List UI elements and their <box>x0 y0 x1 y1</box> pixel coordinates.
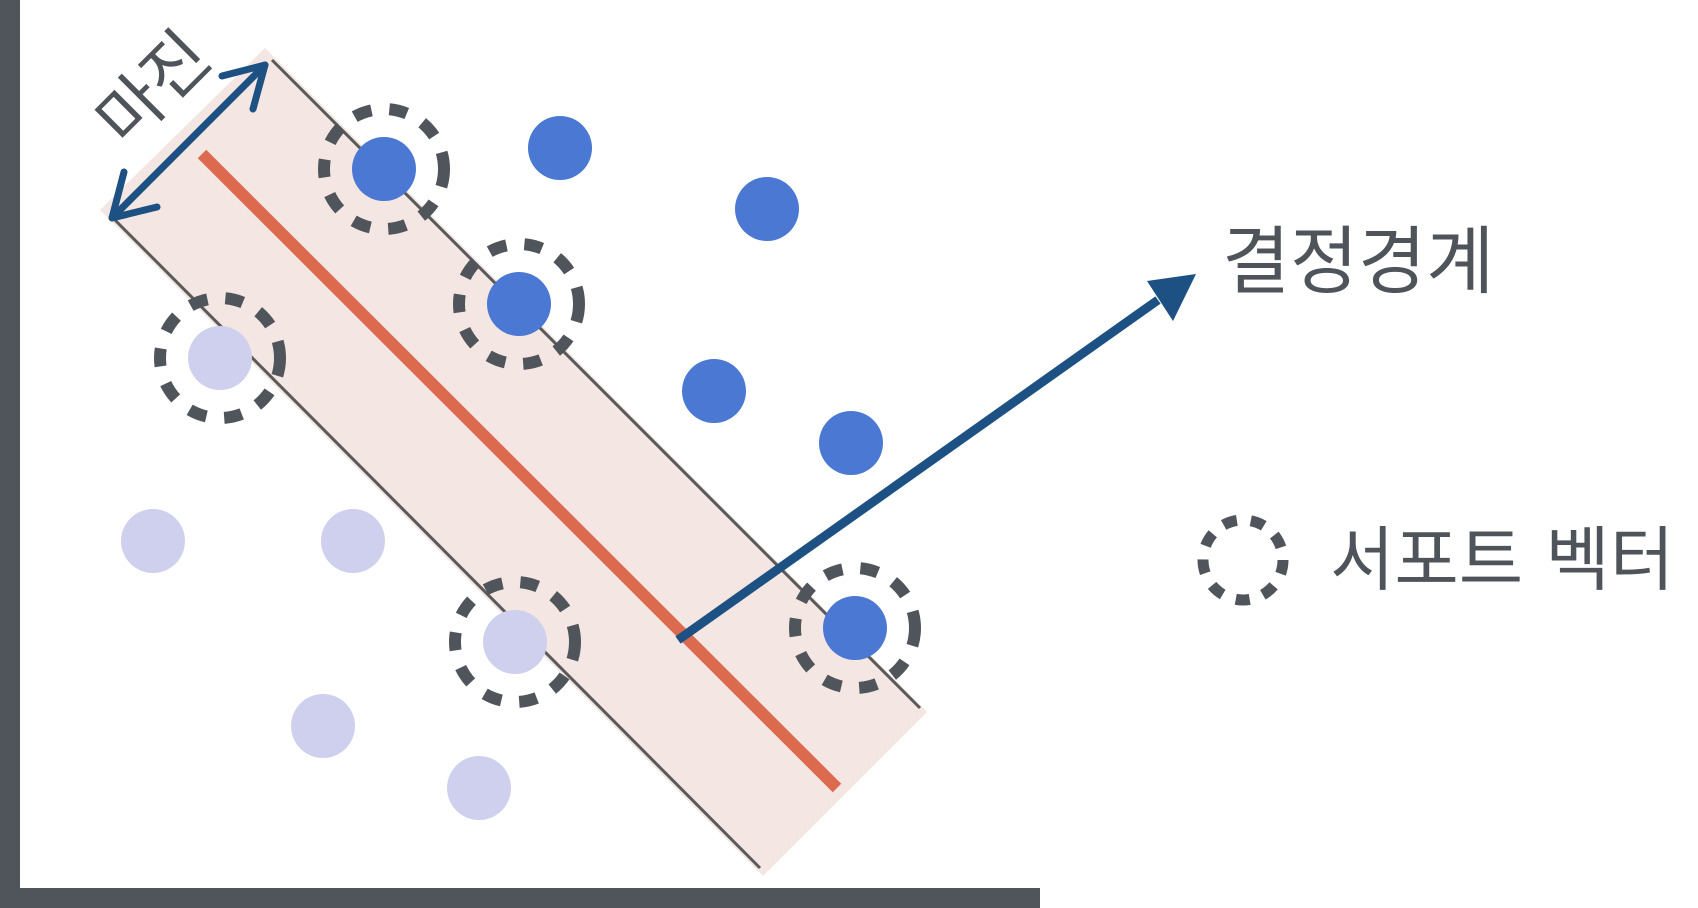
support-vector-ring <box>154 292 286 424</box>
decision-boundary-line <box>197 149 842 793</box>
margin-arrow <box>108 61 269 222</box>
support-vector-ring <box>449 576 581 708</box>
class-b-points <box>121 326 547 820</box>
class-b-point <box>483 610 547 674</box>
class-a-point <box>352 137 416 201</box>
support-vector-ring <box>789 562 921 694</box>
y-axis <box>0 0 20 908</box>
support-vector-ring <box>318 103 450 235</box>
class-a-point <box>735 177 799 241</box>
class-a-point <box>819 411 883 475</box>
legend-support-vector-icon <box>1197 514 1289 606</box>
margin-edge-lower <box>110 215 762 870</box>
class-a-point <box>823 596 887 660</box>
class-b-point <box>121 509 185 573</box>
legend-support-vector-label: 서포트 벡터 <box>1330 519 1674 601</box>
class-b-point <box>447 756 511 820</box>
decision-boundary-label: 결정경계 <box>1222 219 1494 305</box>
class-b-point <box>291 694 355 758</box>
class-a-points <box>352 116 887 660</box>
support-vector-ring <box>453 238 585 370</box>
legend: 서포트 벡터 <box>1197 514 1674 606</box>
class-a-point <box>682 359 746 423</box>
support-vector-rings <box>154 103 921 708</box>
class-a-point <box>528 116 592 180</box>
class-b-point <box>321 509 385 573</box>
class-a-point <box>487 272 551 336</box>
class-b-point <box>188 326 252 390</box>
x-axis <box>0 888 1040 908</box>
decision-boundary-arrow <box>675 274 1196 644</box>
